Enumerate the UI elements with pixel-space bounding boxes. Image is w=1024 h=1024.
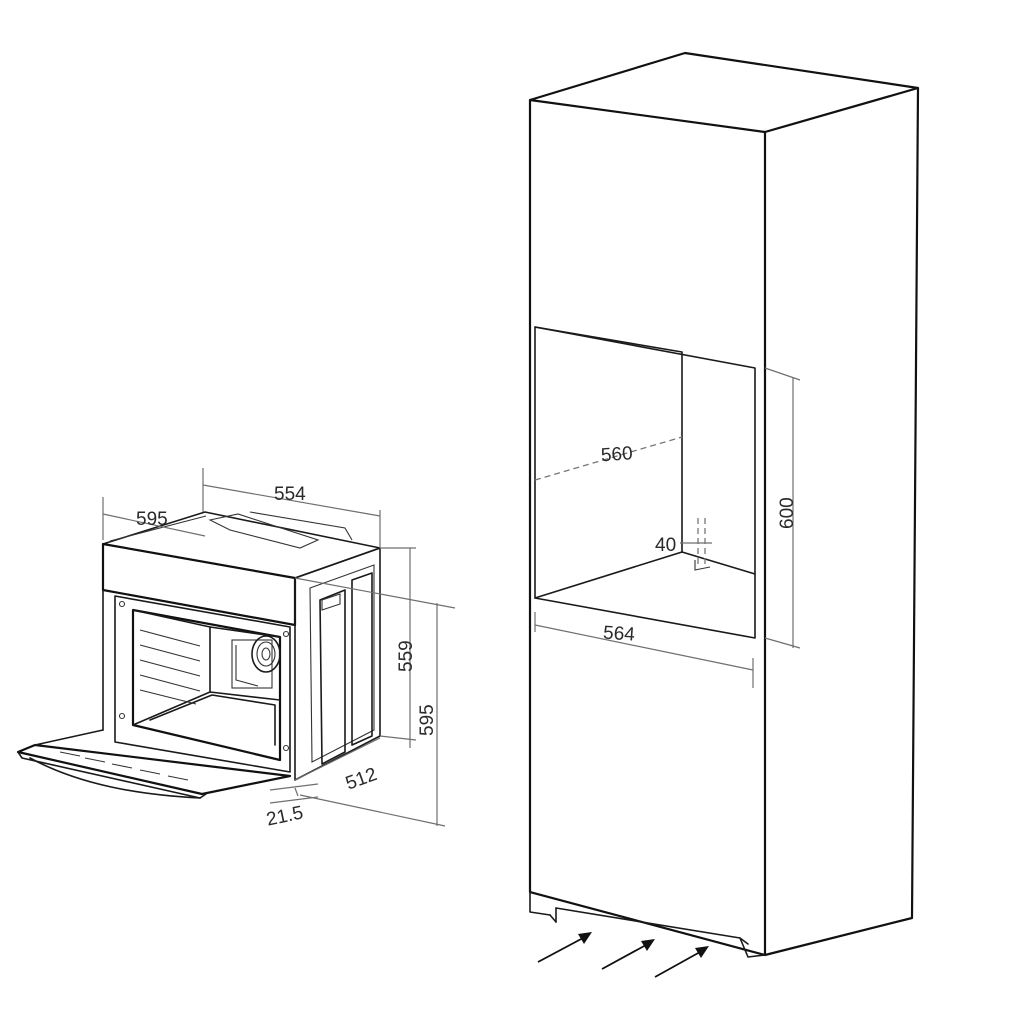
niche-dimensions: 560 564 600 40 — [534, 367, 801, 688]
niche-height-label: 600 — [777, 497, 798, 529]
oven-unit — [16, 511, 381, 799]
airflow-arrow-icon — [537, 932, 592, 963]
niche-width-label: 564 — [602, 622, 636, 645]
airflow-arrows — [537, 932, 709, 978]
oven-width-label: 554 — [274, 484, 306, 505]
vent-gap-label: 40 — [655, 535, 676, 556]
oven-height-label: 559 — [396, 640, 417, 672]
cabinet-niche — [534, 326, 756, 639]
oven-fan-icon — [231, 635, 281, 689]
oven-front-width-label: 595 — [136, 509, 168, 530]
tall-cabinet — [528, 51, 920, 958]
niche-depth-label: 560 — [600, 443, 633, 466]
door-offset-label: 21.5 — [265, 802, 306, 830]
oven-dimensions: 554 595 559 595 512 21.5 — [102, 468, 456, 831]
airflow-arrow-icon — [654, 946, 709, 978]
oven-depth-label: 512 — [343, 764, 380, 795]
airflow-arrow-icon — [601, 939, 655, 970]
oven-total-height-label: 595 — [417, 704, 438, 736]
